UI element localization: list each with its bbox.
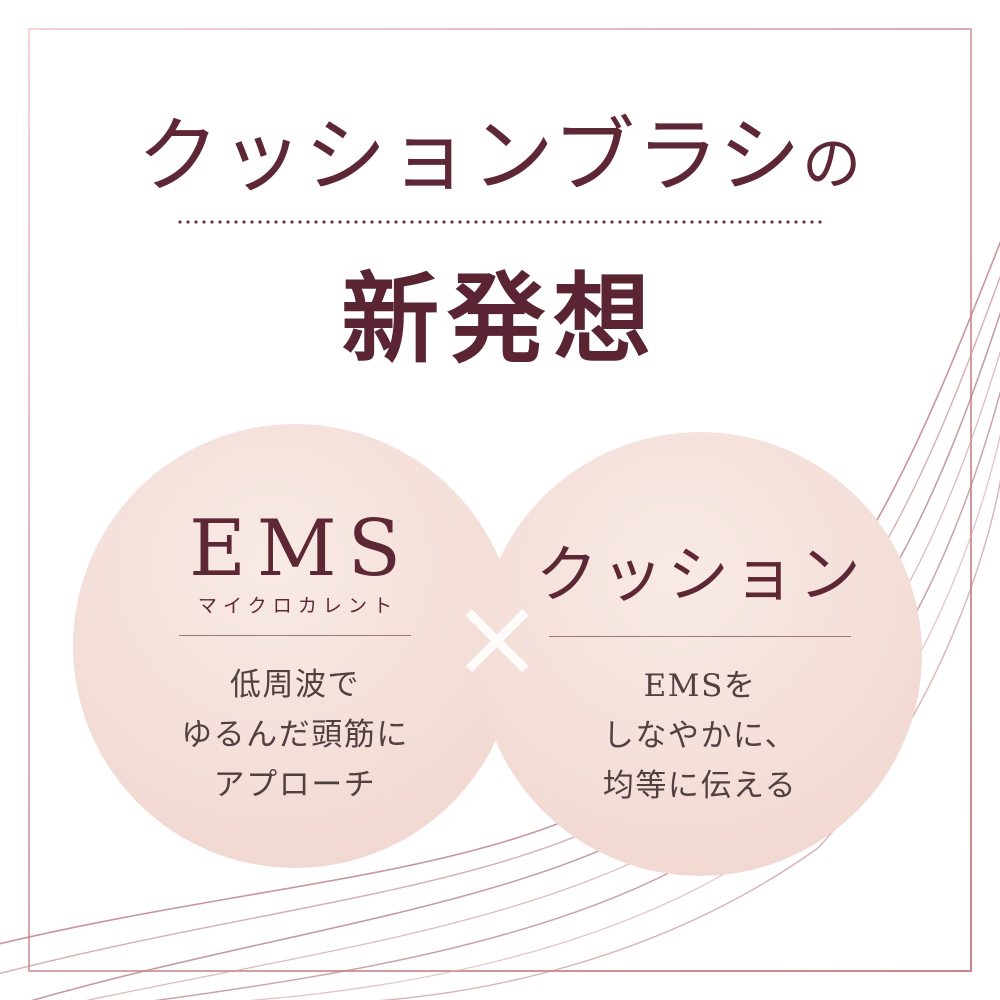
title-main: クッションブラシ: [137, 109, 803, 204]
ems-description: 低周波で ゆるんだ頭筋に アプローチ: [181, 660, 409, 811]
desc-line: 均等に伝える: [602, 768, 798, 805]
cushion-circle: クッション EMSを しなやかに、 均等に伝える: [478, 432, 922, 876]
desc-line: しなやかに、: [602, 718, 798, 755]
title-block: クッションブラシの 新発想: [0, 0, 1000, 382]
page-title: クッションブラシの: [0, 108, 1000, 206]
cushion-divider: [549, 636, 851, 637]
desc-line: 低周波で: [229, 666, 361, 703]
ems-circle: EMS マイクロカレント 低周波で ゆるんだ頭筋に アプローチ: [73, 424, 517, 868]
ems-subheading: マイクロカレント: [197, 595, 399, 617]
dotted-divider: [176, 220, 824, 225]
ems-divider: [179, 634, 411, 636]
cushion-heading: クッション: [535, 538, 865, 611]
desc-line: アプローチ: [213, 767, 377, 804]
desc-line: ゆるんだ頭筋に: [181, 716, 409, 753]
cushion-description: EMSを しなやかに、 均等に伝える: [603, 661, 797, 812]
subtitle: 新発想: [341, 262, 659, 378]
desc-line: EMSを: [643, 668, 757, 704]
title-suffix: の: [802, 129, 863, 198]
ems-heading: EMS: [188, 504, 412, 594]
